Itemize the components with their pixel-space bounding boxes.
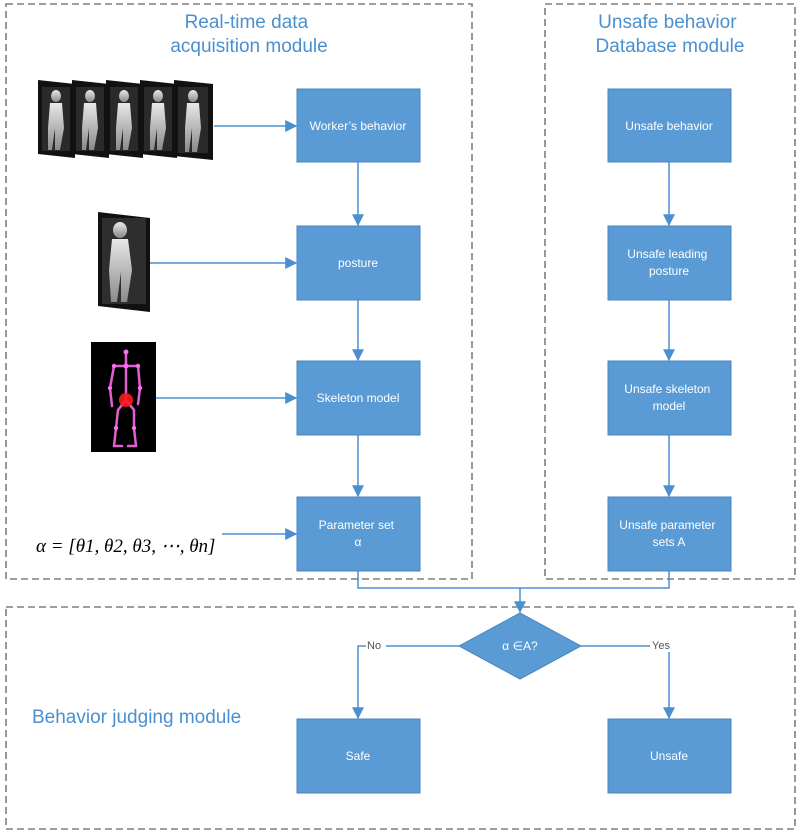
unsafe-leading-posture-label: Unsafe leading posture — [627, 247, 710, 278]
merge-line-right — [520, 571, 670, 589]
judging-module-title: Behavior judging module — [32, 707, 241, 728]
unsafe-box — [607, 718, 732, 794]
database-module-box — [544, 3, 796, 580]
workers-behavior-box — [296, 88, 421, 163]
skeleton-model-label: Skeleton model — [317, 391, 400, 405]
unsafe-leading-posture-box — [607, 225, 732, 301]
unsafe-parameter-sets-box — [607, 496, 732, 572]
parameter-formula: α = [θ1, θ2, θ3, ⋯, θn] — [36, 536, 215, 557]
safe-box — [296, 718, 421, 794]
database-module-title: Unsafe behavior Database module — [596, 12, 745, 57]
depth-posture-image — [98, 212, 150, 312]
realtime-module-title: Real-time data acquisition module — [170, 12, 327, 57]
arrow-decision-yes — [581, 645, 675, 720]
workers-behavior-label: Worker’s behavior — [310, 119, 407, 133]
unsafe-skeleton-model-box — [607, 360, 732, 436]
decision-diamond — [457, 612, 583, 680]
unsafe-behavior-label: Unsafe behavior — [625, 119, 712, 133]
parameter-set-box — [296, 496, 421, 572]
image-sequence-frames — [38, 80, 213, 160]
yes-branch-label: Yes — [652, 640, 670, 652]
posture-box — [296, 225, 421, 301]
arrow-decision-no — [352, 645, 459, 720]
skeleton-model-box — [296, 360, 421, 436]
safe-label: Safe — [346, 749, 371, 763]
posture-label: posture — [338, 256, 378, 270]
decision-label: α ∈A? — [502, 639, 538, 653]
skeleton-model-image — [91, 342, 156, 452]
unsafe-parameter-sets-label: Unsafe parameter sets A — [619, 518, 718, 549]
unsafe-behavior-box — [607, 88, 732, 163]
merge-line-left — [357, 571, 520, 589]
realtime-module-box — [5, 3, 473, 580]
parameter-set-label: Parameter set α — [319, 518, 398, 549]
no-branch-label: No — [367, 640, 381, 652]
unsafe-skeleton-model-label: Unsafe skeleton model — [624, 382, 713, 413]
unsafe-label: Unsafe — [650, 749, 688, 763]
